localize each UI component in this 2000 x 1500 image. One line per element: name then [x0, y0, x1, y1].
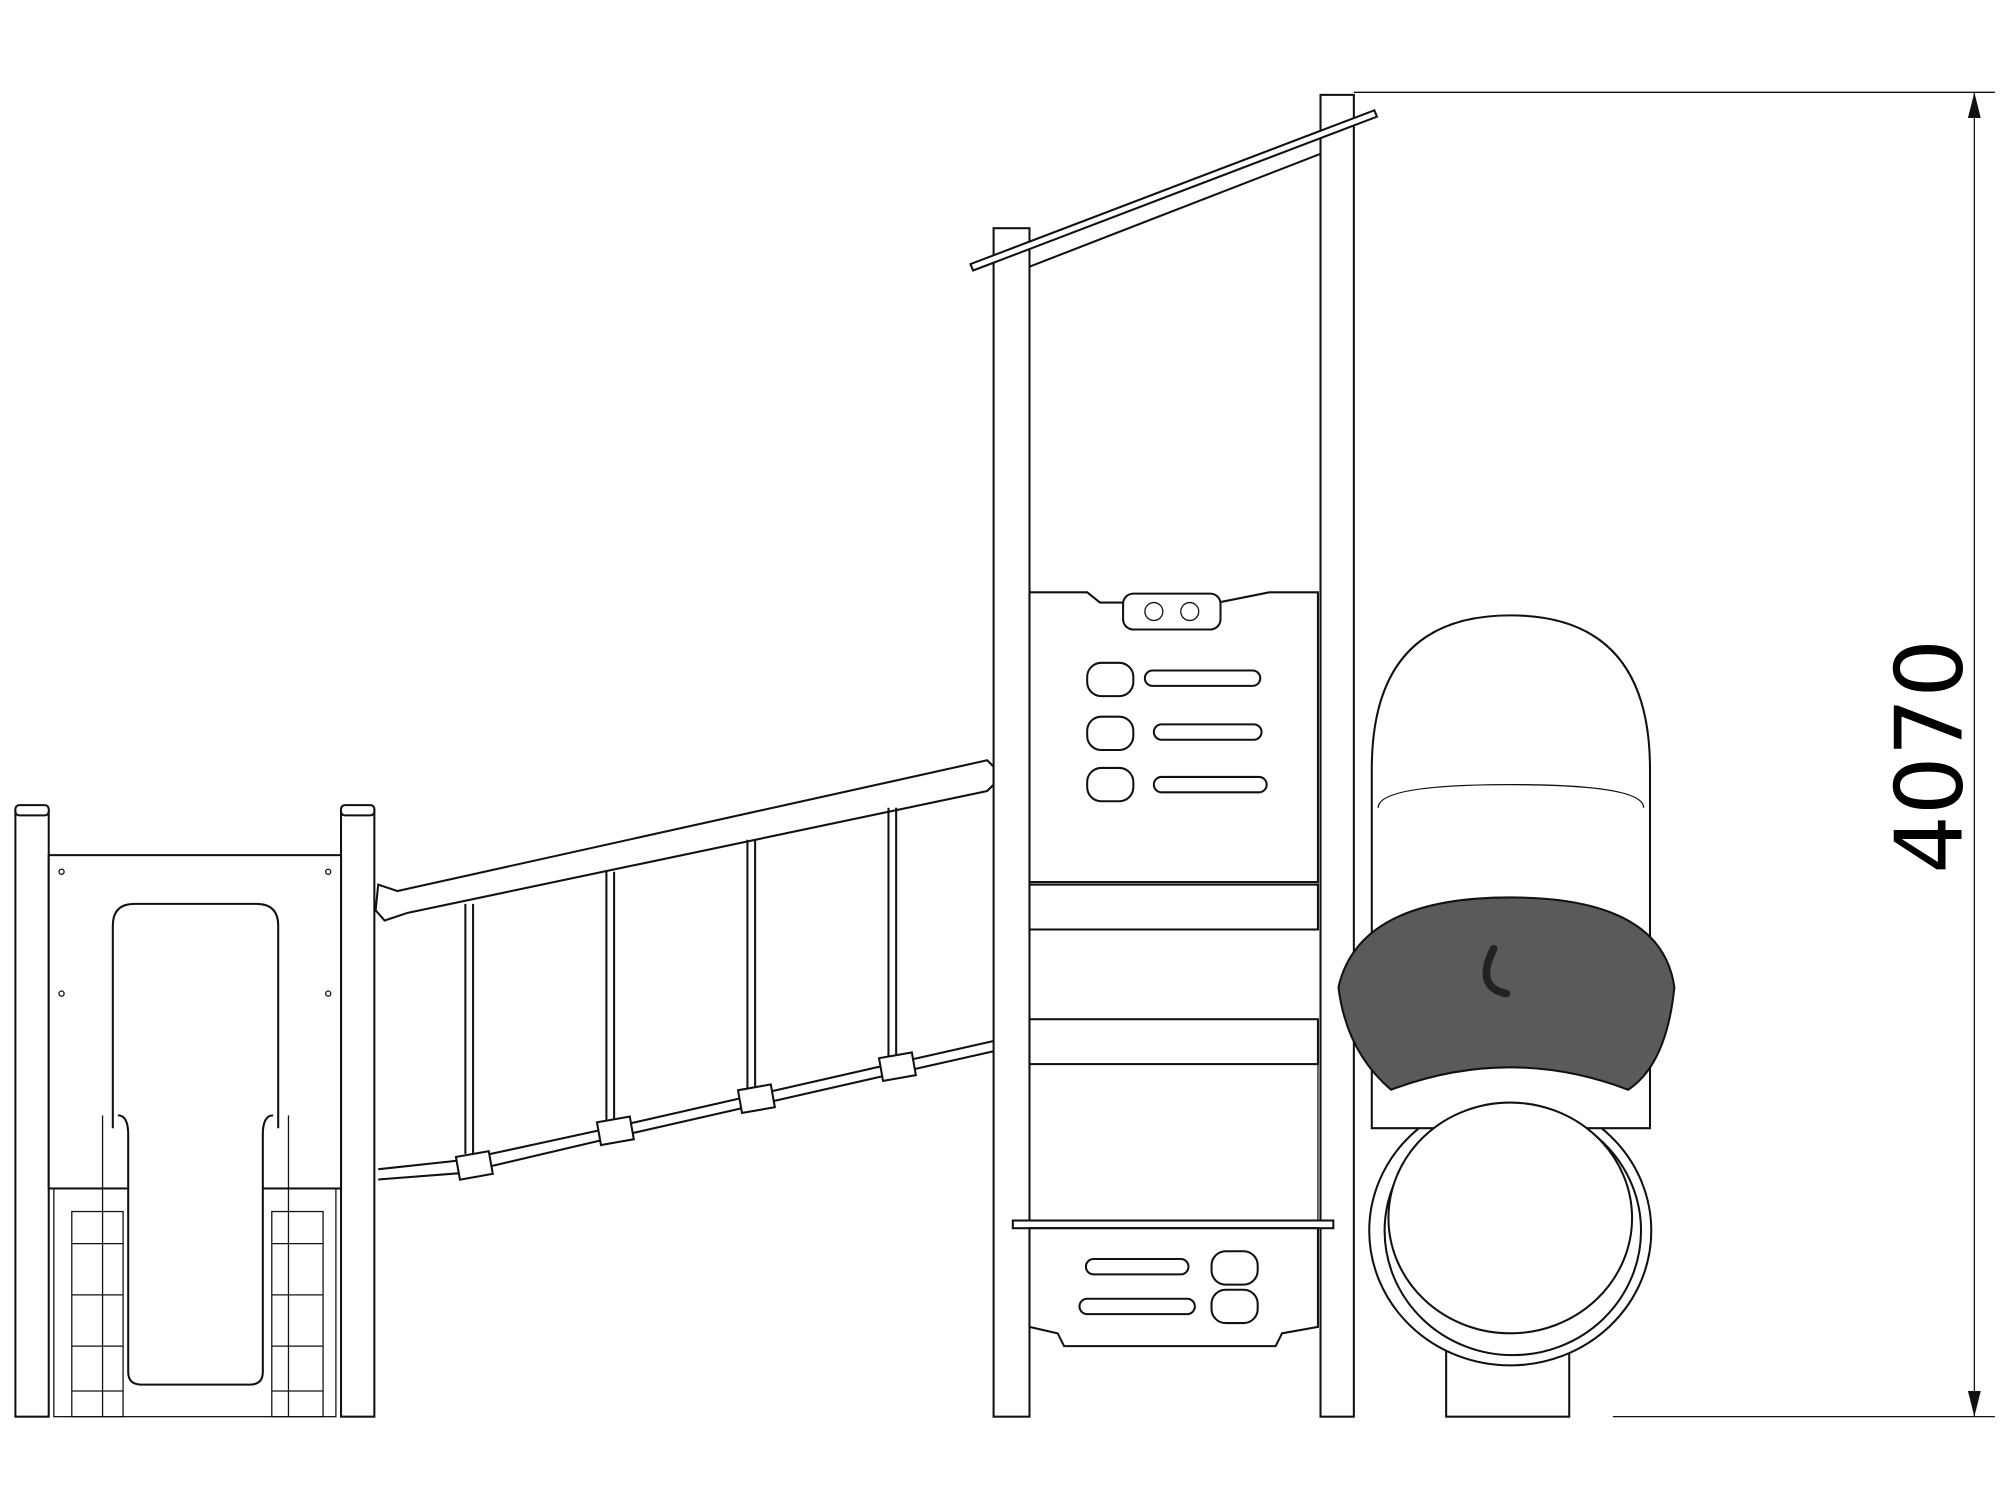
tube-slide: [1337, 614, 1676, 1418]
left-slide-tower: [14, 804, 376, 1418]
rope-bridge: [374, 759, 995, 1181]
panel-handles: [1086, 661, 1268, 803]
center-post-left: [992, 227, 1031, 1418]
left-rungs: [71, 1210, 324, 1418]
platform-2: [1028, 1018, 1319, 1066]
slide-chute: [117, 1114, 274, 1386]
height-dimension: 4070: [1353, 91, 1995, 1418]
platform-1: [1028, 883, 1319, 931]
lower-panel: [1028, 1227, 1319, 1348]
left-post-2: [340, 809, 376, 1418]
center-post-right: [1319, 93, 1355, 1418]
slide-entry: [111, 902, 280, 1129]
bridge-top-rail: [374, 759, 995, 922]
roof-rail: [969, 108, 1379, 272]
left-post-1: [14, 809, 50, 1418]
center-tower: [969, 93, 1379, 1418]
bridge-hangers: [454, 807, 918, 1181]
height-dimension-label: 4070: [1876, 639, 1984, 874]
